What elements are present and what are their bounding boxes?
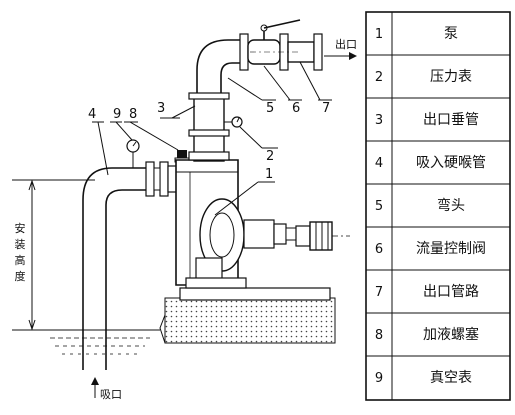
inlet-label: 吸口: [100, 388, 122, 401]
pump-foundation: [159, 287, 336, 344]
legend-row-2-number: 2: [375, 70, 383, 85]
height-label-char-3: 高: [15, 253, 26, 267]
outlet-pipe-line: [250, 33, 323, 71]
callout-2: 2: [266, 149, 274, 164]
legend-row-4-label: 吸入硬喉管: [416, 155, 486, 171]
legend-row-9-number: 9: [375, 371, 383, 386]
legend-row-5-number: 5: [375, 199, 383, 214]
callout-9: 9: [113, 107, 121, 122]
legend-row-5-label: 弯头: [437, 197, 465, 214]
callout-6: 6: [292, 101, 300, 116]
legend-row-7-number: 7: [375, 285, 383, 300]
pump-body: [175, 159, 350, 289]
installation-height-dimension: 安 装 高 度: [12, 179, 95, 331]
callout-5: 5: [266, 101, 274, 116]
legend-row-6-label: 流量控制阀: [416, 241, 486, 257]
legend-row-8-number: 8: [375, 328, 383, 343]
legend-row-2-label: 压力表: [430, 69, 472, 85]
callout-7: 7: [322, 101, 330, 116]
height-label-char-2: 装: [15, 238, 26, 251]
callout-1: 1: [265, 167, 273, 182]
legend-row-9-label: 真空表: [430, 370, 472, 386]
callout-8: 8: [129, 107, 137, 122]
elbow: [196, 39, 240, 93]
legend-row-8-label: 加液螺塞: [423, 326, 479, 343]
outlet-label: 出口: [335, 37, 357, 51]
legend-row-4-number: 4: [375, 156, 383, 171]
callouts: 1 2 3 4 5 6 7 8 9: [88, 61, 332, 216]
legend-table: 1 泵 2 压力表 3 出口垂管 4 吸入硬喉管 5 弯头 6 流量控制阀 7 …: [365, 11, 511, 401]
legend-row-3-label: 出口垂管: [423, 112, 479, 128]
outlet-flow-indicator: 出口: [324, 37, 357, 60]
inlet-flow-indicator: 吸口: [91, 377, 122, 401]
callout-3: 3: [157, 101, 165, 116]
vacuum-gauge: [126, 139, 140, 168]
legend-row-6-number: 6: [375, 242, 383, 257]
legend-row-3-number: 3: [375, 113, 383, 128]
outlet-riser: [188, 92, 230, 162]
callout-4: 4: [88, 107, 96, 122]
legend-row-7-label: 出口管路: [423, 284, 479, 300]
legend-row-1-number: 1: [375, 27, 383, 42]
height-label-char-4: 度: [15, 269, 26, 283]
pressure-gauge: [224, 116, 243, 128]
suction-pipe: [82, 161, 179, 370]
water-surface: [40, 329, 160, 355]
legend-row-1-label: 泵: [444, 26, 458, 42]
height-label-char-1: 安: [15, 221, 26, 235]
